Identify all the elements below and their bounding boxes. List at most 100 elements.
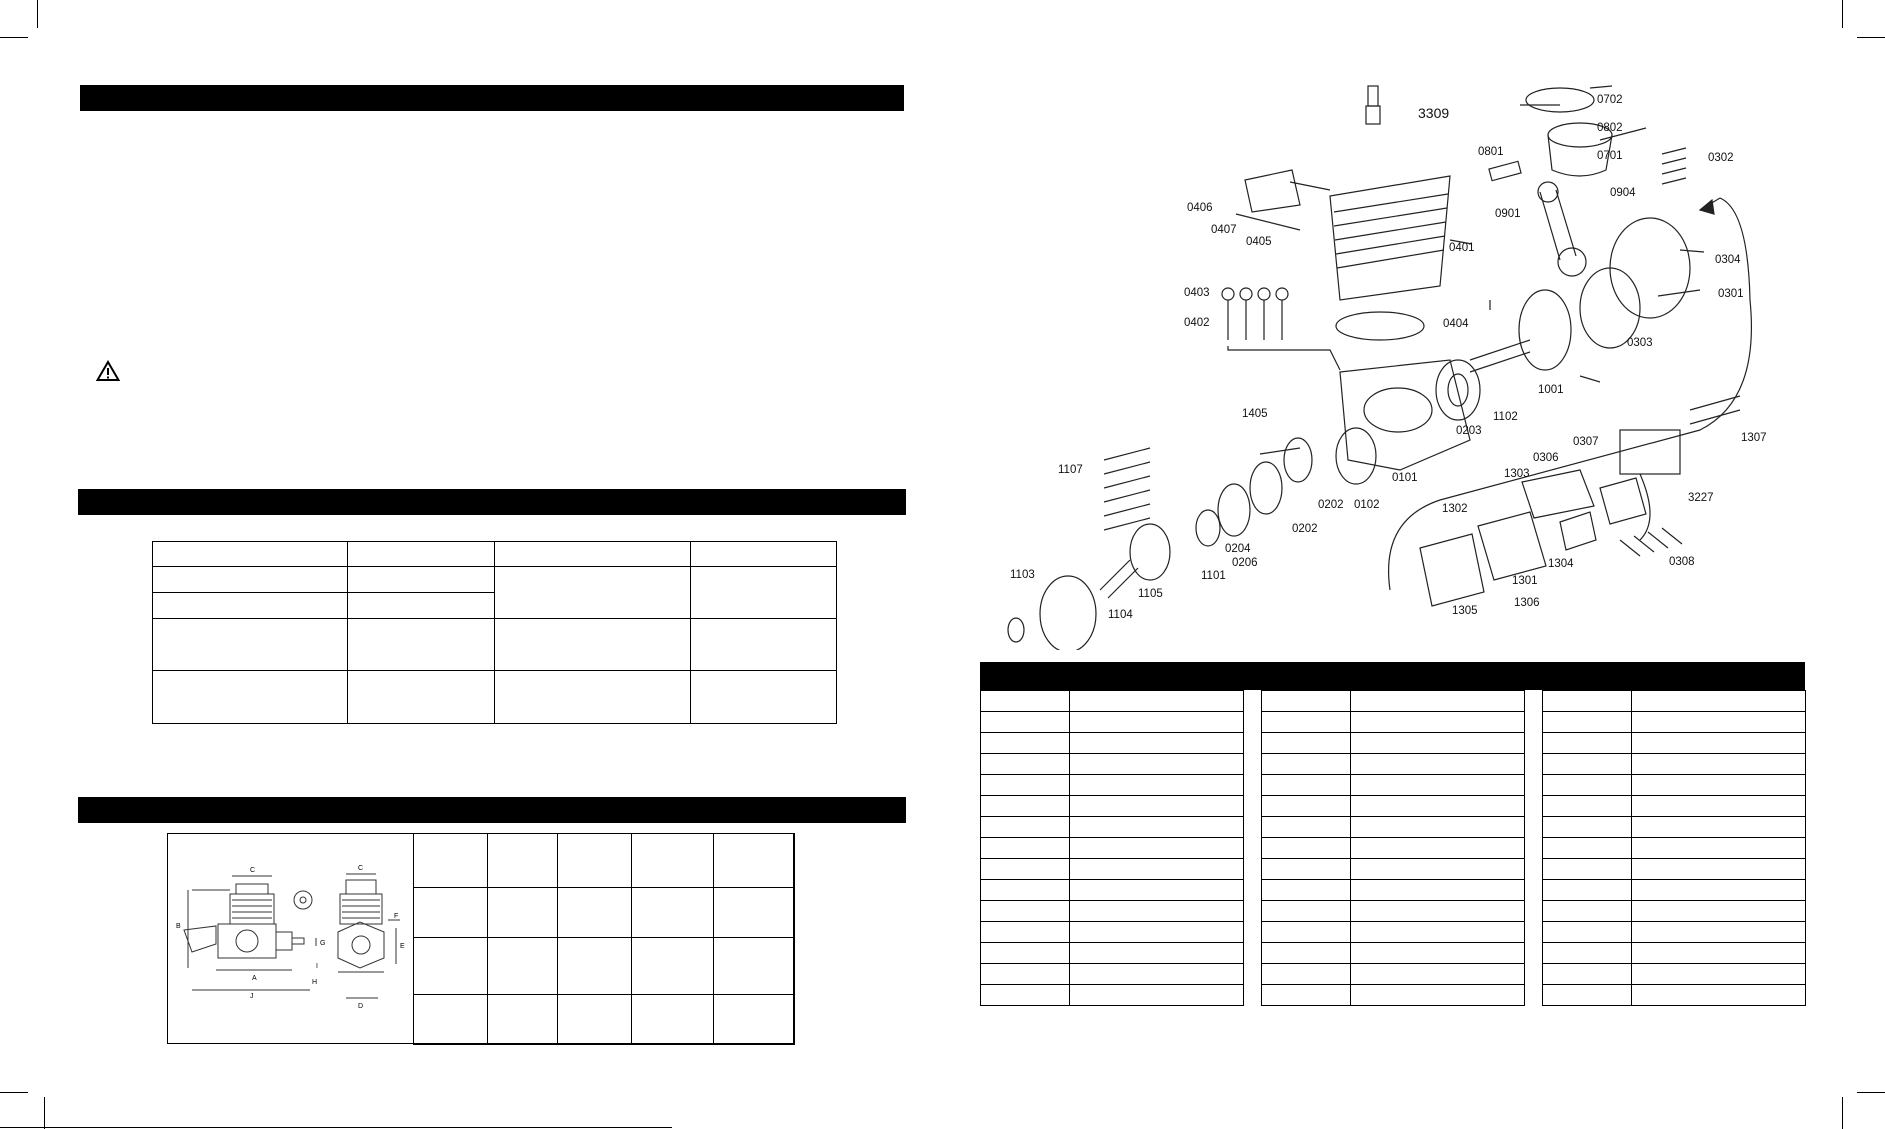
table-cell [557, 994, 632, 1045]
table-row [1261, 732, 1525, 754]
table-cell [1631, 858, 1806, 880]
part-callout: 0304 [1715, 254, 1741, 266]
table-cell [980, 900, 1070, 922]
table-row [980, 690, 1244, 712]
table-cell [413, 887, 488, 938]
part-callout: 1101 [1201, 570, 1226, 582]
table-row [1542, 858, 1806, 880]
table-cell [1261, 963, 1351, 985]
table-cell [1631, 837, 1806, 859]
table-cell [557, 833, 632, 888]
part-callout: 0308 [1669, 556, 1695, 568]
table-cell [1069, 879, 1244, 901]
table-cell [1542, 816, 1632, 838]
part-callout: 1104 [1108, 609, 1133, 621]
table-cell [1069, 774, 1244, 796]
crop-mark [1842, 1097, 1843, 1129]
part-callout: 0406 [1187, 202, 1213, 214]
crop-mark [37, 0, 38, 28]
table-row [980, 900, 1244, 922]
dimension-letter: I [316, 963, 318, 970]
table-cell [1631, 795, 1806, 817]
table-cell [713, 833, 795, 888]
table-row [1542, 711, 1806, 733]
table-cell [1069, 858, 1244, 880]
table-row [1542, 732, 1806, 754]
table-row [1261, 879, 1525, 901]
table-cell [1542, 837, 1632, 859]
part-callout: 0904 [1610, 187, 1636, 199]
table-cell [1631, 921, 1806, 943]
table-row [1261, 921, 1525, 943]
table-row [1542, 690, 1806, 712]
table-cell [487, 887, 558, 938]
table-cell [1631, 711, 1806, 733]
table-row [980, 921, 1244, 943]
table-cell [631, 887, 714, 938]
table-row [980, 753, 1244, 775]
table-row [980, 732, 1244, 754]
table-cell [1350, 711, 1525, 733]
part-callout: 1301 [1512, 575, 1538, 587]
table-row [1261, 816, 1525, 838]
table-cell [631, 994, 714, 1045]
table-row [1542, 900, 1806, 922]
table-cell [1350, 795, 1525, 817]
table-row [1261, 900, 1525, 922]
table-row [980, 774, 1244, 796]
table-cell [980, 816, 1070, 838]
table-cell [980, 795, 1070, 817]
table-cell [494, 618, 691, 671]
table-cell [690, 566, 837, 619]
part-callout: 1107 [1058, 464, 1083, 476]
table-cell [494, 541, 691, 567]
table-cell [1542, 711, 1632, 733]
table-row [1261, 963, 1525, 985]
part-callout: 1001 [1538, 384, 1564, 396]
dimension-letter: J [250, 993, 254, 1000]
table-row [1261, 753, 1525, 775]
table-cell [1261, 690, 1351, 712]
part-callout: 0203 [1456, 425, 1482, 437]
part-callout: 0801 [1478, 146, 1504, 158]
table-cell [152, 541, 348, 567]
table-cell [980, 774, 1070, 796]
table-cell [980, 837, 1070, 859]
table-cell [1350, 984, 1525, 1006]
dimensions-table [413, 833, 795, 1045]
table-cell [347, 618, 495, 671]
table-cell [413, 937, 488, 995]
table-cell [1631, 753, 1806, 775]
table-cell [1350, 879, 1525, 901]
table-cell [1350, 753, 1525, 775]
table-cell [1542, 942, 1632, 964]
table-cell [1542, 900, 1632, 922]
table-cell [487, 833, 558, 888]
table-row [1261, 795, 1525, 817]
table-cell [347, 566, 495, 593]
table-cell [980, 858, 1070, 880]
dimension-letter: B [176, 923, 181, 930]
table-cell [1542, 690, 1632, 712]
table-cell [1350, 774, 1525, 796]
dimension-letter: H [312, 979, 317, 986]
table-cell [1542, 774, 1632, 796]
table-cell [1069, 963, 1244, 985]
table-cell [1261, 837, 1351, 859]
table-cell [1069, 837, 1244, 859]
table-row [980, 858, 1244, 880]
part-callout: 0202 [1318, 499, 1344, 511]
crop-mark [0, 1092, 28, 1093]
table-row [1261, 858, 1525, 880]
table-cell [347, 541, 495, 567]
crop-mark [1857, 1092, 1885, 1093]
section-header-bar-2 [78, 489, 906, 515]
part-callout: 0302 [1708, 152, 1734, 164]
table-cell [1261, 942, 1351, 964]
part-callout: 0306 [1533, 452, 1559, 464]
table-cell [1542, 879, 1632, 901]
parts-list-header-bar [980, 662, 1805, 690]
table-cell [1261, 900, 1351, 922]
table-row [980, 837, 1244, 859]
crop-mark [1842, 0, 1843, 28]
